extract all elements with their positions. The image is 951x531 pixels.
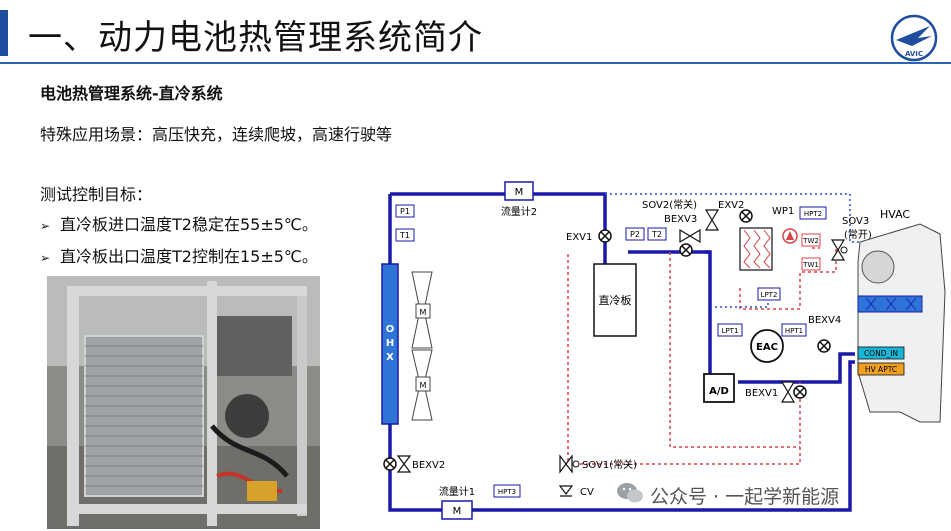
goal-item: ➢ 直冷板出口温度T2控制在15±5℃。 (40, 243, 318, 267)
sensor-hpt1-label: HPT1 (785, 327, 803, 335)
cold-plate-label: 直冷板 (599, 293, 632, 307)
hv-aptc-block (857, 362, 905, 376)
goal-heading: 测试控制目标： (40, 185, 153, 204)
sensor-p2-label: P2 (630, 230, 640, 239)
sov2-valve-icon (679, 228, 701, 244)
ohx-label-o: O (386, 324, 395, 335)
page-title: 一、动力电池热管理系统简介 (28, 18, 483, 58)
evaporator (857, 295, 923, 313)
cv-check-valve-icon (558, 485, 574, 497)
scenario-text: 特殊应用场景：高压快充，连续爬坡，高速行驶等 (40, 125, 393, 144)
bexv2-check-icon (396, 455, 412, 473)
sensor-lpt1-label: LPT1 (722, 327, 739, 335)
wechat-watermark: 公众号 · 一起学新能源 (612, 478, 932, 512)
cv-label: CV (580, 487, 594, 498)
flow-meter-1-m-label: M (453, 506, 462, 517)
title-accent-bar (0, 10, 8, 56)
sov3-state-label: (常开) (844, 228, 872, 241)
ohx-label-x: X (386, 352, 394, 363)
sensor-hpt2 (799, 206, 827, 220)
sensor-t1-label: T1 (399, 231, 410, 240)
exv1-label: EXV1 (566, 232, 592, 243)
sensor-t2-label: T2 (651, 230, 662, 239)
flow-meter-1-label: 流量计1 (439, 485, 475, 498)
sensor-hpt3 (493, 484, 521, 498)
eac-compressor (750, 329, 784, 363)
avic-logo-icon: AVIC (890, 14, 938, 62)
wp1-label: WP1 (772, 206, 794, 217)
flow-meter-2-m-label: M (515, 187, 524, 198)
sensor-tw2-label: TW2 (802, 237, 819, 245)
bullet-arrow-icon: ➢ (40, 251, 51, 265)
fan-motor-label: M (420, 381, 427, 390)
sensor-hpt3-label: HPT3 (498, 488, 516, 496)
title-divider (0, 62, 951, 64)
sov1-valve-icon (559, 454, 573, 474)
sensor-tw2 (801, 233, 821, 247)
wechat-icon (617, 483, 643, 503)
sensor-lpt2-label: LPT2 (761, 291, 778, 299)
sensor-hpt1 (781, 323, 807, 337)
bullet-arrow-icon: ➢ (40, 219, 51, 233)
bexv3-label: BEXV3 (664, 214, 697, 225)
sov1-label: SOV1(常关) (582, 458, 637, 471)
coolant-dashed-red (567, 242, 837, 465)
sensor-p1-label: P1 (400, 207, 410, 216)
goal-item: ➢ 直冷板进口温度T2稳定在55±5℃。 (40, 211, 318, 235)
bexv2-label: BEXV2 (412, 460, 445, 471)
accumulator-label: A/D (709, 386, 729, 397)
accumulator-drier (703, 373, 735, 403)
bexv4-label: BEXV4 (808, 315, 841, 326)
sensor-t2 (647, 227, 667, 241)
sensor-lpt2 (757, 287, 781, 301)
sensor-lpt1 (717, 323, 743, 337)
exv2-label: EXV2 (718, 200, 744, 211)
cold-plate (593, 263, 637, 337)
sensor-t1 (395, 228, 415, 242)
fan-motor-label: M (420, 308, 427, 317)
hvac-label: HVAC (880, 208, 910, 221)
cond-in-label: COND_IN (864, 349, 898, 358)
test-rig-photo (47, 276, 320, 529)
ohx-label-h: H (386, 338, 394, 349)
flow-meter-2-label: 流量计2 (501, 205, 537, 218)
fan-icon: M (411, 271, 433, 349)
flow-meter-2-motor (504, 181, 534, 201)
goal-item-text: 直冷板进口温度T2稳定在55±5℃。 (60, 215, 318, 234)
thermal-management-diagram: M 流量计2 P1 T1 O H X M M EXV1 直冷板 P2 T2 SO… (381, 181, 946, 520)
bexv1-label: BEXV1 (745, 388, 778, 399)
sensor-tw1-label: TW1 (802, 261, 819, 269)
section-subtitle: 电池热管理系统-直冷系统 (40, 84, 223, 103)
sov3-label: SOV3 (842, 216, 869, 227)
bexv1-check-icon (780, 381, 796, 403)
sensor-hpt2-label: HPT2 (804, 210, 822, 218)
goal-item-text: 直冷板出口温度T2控制在15±5℃。 (60, 247, 318, 266)
sov3-valve-icon (830, 239, 846, 261)
fan-icon: M (411, 349, 433, 421)
logo-text: AVIC (905, 50, 923, 58)
exv2-check-valve-icon (704, 209, 720, 231)
sensor-p2 (625, 227, 645, 241)
sov2-label: SOV2(常关) (642, 198, 697, 211)
eac-label: EAC (756, 342, 778, 353)
cond-in-block (857, 346, 905, 360)
sensor-p1 (395, 204, 415, 218)
ohx-heat-exchanger (381, 263, 399, 425)
title-bar: 一、动力电池热管理系统简介 AVIC (0, 0, 951, 64)
hv-aptc-label: HV APTC (865, 365, 897, 374)
flow-meter-1-motor (441, 500, 473, 520)
watermark-text: 公众号 · 一起学新能源 (650, 486, 840, 508)
sensor-tw1 (801, 257, 821, 271)
